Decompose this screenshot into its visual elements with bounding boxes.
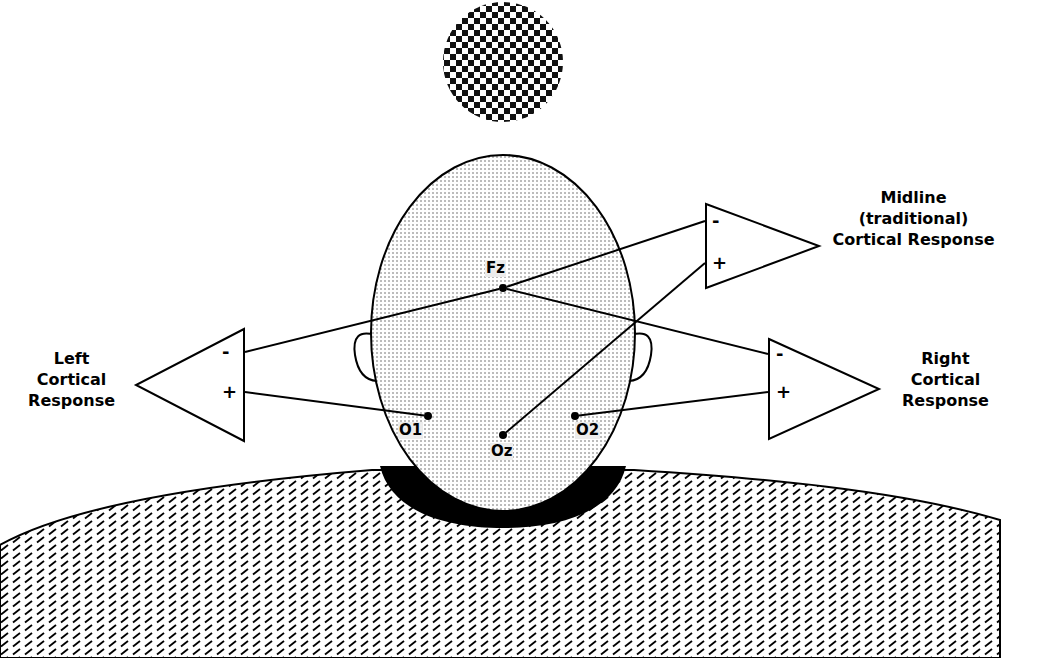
input-sign: -: [712, 211, 719, 231]
input-sign: -: [222, 342, 229, 362]
electrode-dot: O2: [571, 412, 579, 420]
amplifier-triangle: Left Cortical Response-+: [135, 328, 245, 442]
checkerboard-stimulus: [443, 2, 563, 122]
amplifier-triangle-shape: [769, 339, 879, 439]
head: [371, 155, 635, 511]
response-label: Midline (traditional) Cortical Response: [828, 187, 999, 250]
electrode-label: O2: [575, 422, 600, 439]
electrode-label: O1: [398, 422, 423, 439]
input-sign: +: [222, 382, 237, 402]
electrode-label: Oz: [490, 443, 513, 460]
lead-wire: [245, 392, 424, 415]
amplifier-outline: [705, 203, 820, 289]
lead-wire: [245, 289, 499, 352]
input-sign: +: [776, 382, 791, 402]
input-sign: +: [712, 253, 727, 273]
electrode-label: Fz: [485, 260, 506, 277]
amplifier-triangle-shape: [136, 329, 244, 441]
input-sign: -: [776, 344, 783, 364]
lead-wire: [507, 221, 705, 287]
amplifier-triangle: Midline (traditional) Cortical Response-…: [705, 203, 820, 289]
electrode-dot: O1: [424, 412, 432, 420]
response-label: Left Cortical Response: [28, 348, 115, 411]
electrode-dot: Fz: [499, 284, 507, 292]
electrode-dot: Oz: [499, 431, 507, 439]
lead-wire: [579, 392, 768, 416]
amplifier-triangle: Right Cortical Response-+: [768, 338, 880, 440]
amplifier-triangle-shape: [706, 204, 819, 288]
response-label: Right Cortical Response: [902, 348, 989, 411]
lead-wire: [506, 263, 705, 432]
